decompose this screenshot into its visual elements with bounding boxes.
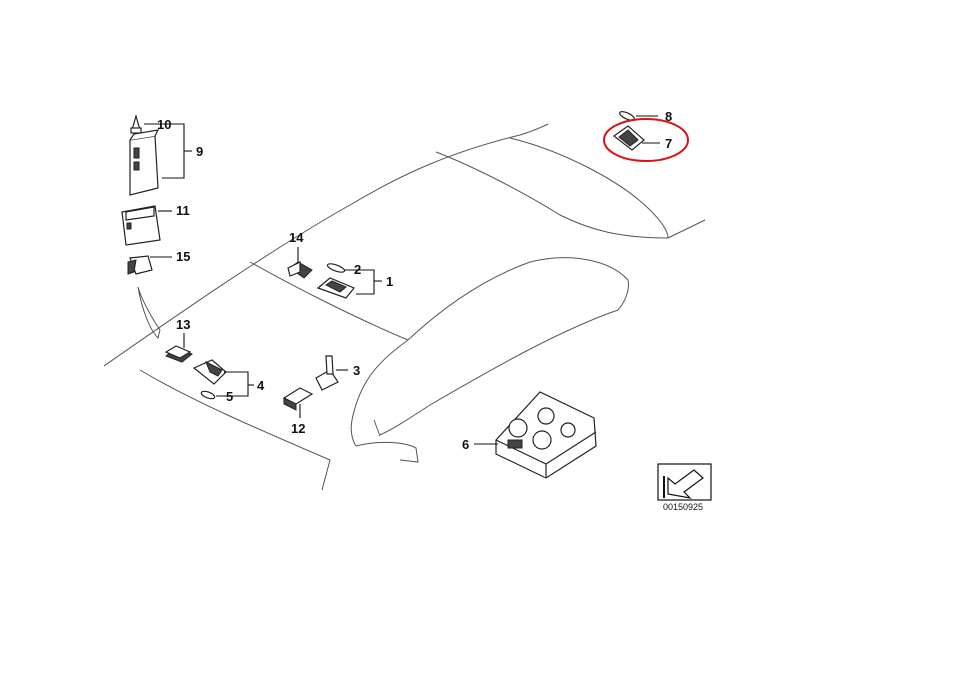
bulb-part-2[interactable] <box>326 262 346 274</box>
socket-part-3[interactable] <box>315 355 339 391</box>
callout-6[interactable]: 6 <box>462 437 469 452</box>
reference-number: 00150925 <box>663 502 703 512</box>
clip-part-15[interactable] <box>127 255 153 275</box>
reading-lamp-part-9[interactable] <box>129 129 160 196</box>
arrow-icon <box>657 463 712 501</box>
lamp-part-7[interactable] <box>612 125 645 151</box>
callout-13[interactable]: 13 <box>176 317 190 332</box>
callout-8[interactable]: 8 <box>665 109 672 124</box>
leader-lines <box>144 115 660 445</box>
car-outline <box>103 123 706 491</box>
callout-4[interactable]: 4 <box>257 378 265 393</box>
bulb-part-10[interactable] <box>130 113 142 134</box>
switch-part-14[interactable] <box>287 261 313 279</box>
callout-9[interactable]: 9 <box>196 144 203 159</box>
lamp-part-4[interactable] <box>192 359 227 385</box>
bulb-part-5[interactable] <box>200 390 216 400</box>
callout-2[interactable]: 2 <box>354 262 361 277</box>
callout-12[interactable]: 12 <box>291 421 305 436</box>
callout-11[interactable]: 11 <box>176 203 190 218</box>
callout-15[interactable]: 15 <box>176 249 190 264</box>
callout-5[interactable]: 5 <box>226 389 233 404</box>
highlight-ring <box>603 118 689 162</box>
callout-10[interactable]: 10 <box>157 117 171 132</box>
switch-part-12[interactable] <box>282 387 314 411</box>
callouts: 10 9 11 15 8 7 14 2 1 13 4 5 3 12 6 <box>157 109 672 452</box>
callout-7[interactable]: 7 <box>665 136 672 151</box>
interior-light-part-1[interactable] <box>316 277 355 299</box>
lamp-housing-part-11[interactable] <box>121 205 161 246</box>
callout-1[interactable]: 1 <box>386 274 393 289</box>
bulb-box-part-6[interactable] <box>495 391 597 479</box>
callout-3[interactable]: 3 <box>353 363 360 378</box>
callout-14[interactable]: 14 <box>289 230 304 245</box>
switch-part-13[interactable] <box>164 345 193 363</box>
